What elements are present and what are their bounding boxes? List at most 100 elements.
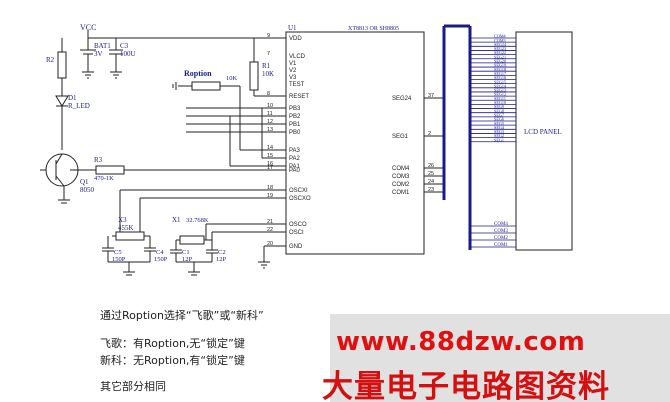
pin-name-v2: V2 [289,68,297,74]
c2-value: 12P [216,256,227,263]
bus-label-seg19: SEG19 [494,63,506,68]
note-line-3: 新科：无Roption,有“锁定”键 [100,354,245,367]
pin-number-10: 10 [267,103,273,109]
bus-label-seg10: SEG10 [494,100,506,105]
bus-label-seg23: SEG23 [494,46,506,51]
pin-number-19: 19 [267,193,273,199]
pin-name-vdd: VDD [289,36,302,42]
bus-label-seg7: SEG7 [494,112,504,117]
bus-label-seg17: SEG17 [494,71,506,76]
r3-value: 470-1K [94,175,114,182]
bus-label-seg5: SEG5 [494,121,504,126]
bus-label-seg6: SEG6 [494,117,504,122]
pin-name-com1: COM1 [392,190,410,196]
c4-label: C4 [156,249,164,256]
x1-value: 32.768K [186,217,209,224]
pin-name-seg1: SEG1 [392,134,409,140]
bus-label-seg12: SEG12 [494,92,506,97]
bus-label-bottom-com4: COM4 [494,222,508,227]
pin-name-pb1: PB1 [289,122,301,128]
pin-name-v3: V3 [289,75,297,81]
pin-name-pb2: PB2 [289,114,301,120]
bus-label-com3: COM3 [494,38,506,43]
pin-name-pa1: PA1 [289,164,301,170]
bus-label-seg15: SEG15 [494,79,506,84]
pin-number-22: 22 [267,227,273,233]
pin-number-23: 23 [428,187,434,193]
note-line-1: 通过Roption选择“飞歌”或“新科” [100,309,264,322]
pin-number-8: 8 [267,91,270,97]
roption-value: 10K [226,75,238,82]
r1-value: 10K [262,70,274,78]
pin-number-26: 26 [428,163,434,169]
c2-label: C2 [218,249,226,256]
pin-number-11: 11 [267,111,273,117]
pin-number-14: 14 [267,145,273,151]
c1-value: 12P [182,256,193,263]
pin-number-20: 20 [267,241,273,247]
pin-name-vlcd: VLCD [289,54,306,60]
pin-number-15: 15 [267,153,273,159]
pin-name-osco: OSCO [289,222,307,228]
pin-number-2: 2 [428,131,431,137]
pin-number-7: 7 [267,51,270,57]
pin-number-13: 13 [267,127,273,133]
u1-label: U1 [288,24,297,32]
pin-number-18: 18 [267,185,273,191]
pin-name-osci: OSCI [289,230,304,236]
bus-label-seg1: SEG1 [494,137,504,142]
c1-label: C1 [182,249,190,256]
d1-value: R_LED [68,102,90,110]
r2-label: R2 [46,56,55,64]
bus-label-seg18: SEG18 [494,67,506,72]
pin-number-9: 9 [267,33,270,39]
bus-label-seg22: SEG22 [494,50,506,55]
pin-number-12: 12 [267,119,273,125]
x3-label: X3 [118,216,127,224]
bus-label-bottom-com3: COM3 [494,229,508,234]
pin-number-25: 25 [428,171,434,177]
pin-name-com3: COM3 [392,174,410,180]
bus-label-com4: COM4 [494,34,507,39]
u1-part: XT8813 OR SH8805 [348,26,399,32]
watermark-url: www.88dzw.com [336,327,586,357]
bat1-label: BAT1 [94,42,111,50]
pin-number-16: 16 [267,161,273,167]
pin-name-pa0: PA0 [289,168,301,174]
x1-label: X1 [172,216,181,224]
bus-label-seg16: SEG16 [494,75,506,80]
pin-name-test: TEST [289,82,305,88]
pin-name-pb3: PB3 [289,106,301,112]
pin-number-24: 24 [428,179,434,185]
c4-value: 150P [154,256,168,263]
bus-label-seg21: SEG21 [494,54,506,59]
note-line-2: 飞歌：有Roption,无“锁定”键 [100,337,245,350]
pin-name-com4: COM4 [392,166,410,172]
c3-value: 100U [120,50,136,58]
c5-value: 150P [112,256,126,263]
bus-label-seg14: SEG14 [494,83,507,88]
pin-name-pb0: PB0 [289,130,301,136]
bus-label-seg20: SEG20 [494,59,506,64]
vcc-label: VCC [80,23,96,32]
bus-label-seg13: SEG13 [494,88,506,93]
roption-label: Roption [184,69,212,78]
bat1-value: 3V [94,50,103,58]
pin-name-oscxi: OSCXI [289,188,308,194]
r1-label: R1 [262,62,271,70]
d1-label: D1 [68,94,77,102]
bus-label-seg24: SEG24 [494,42,507,47]
r3-label: R3 [94,156,103,164]
c3-label: C3 [120,42,129,50]
q1-label: Q1 [80,178,89,186]
bus-label-seg11: SEG11 [494,96,506,101]
bus-label-bottom-com2: COM2 [494,236,508,241]
pin-name-com2: COM2 [392,182,410,188]
note-line-4: 其它部分相同 [100,380,166,393]
pin-name-pa3: PA3 [289,148,301,154]
pin-name-pa2: PA2 [289,156,301,162]
bus-label-seg2: SEG2 [494,133,504,138]
bus-label-bottom-com1: COM1 [494,243,508,248]
bus-label-seg9: SEG9 [494,104,504,109]
x3-value: 455K [118,224,134,232]
